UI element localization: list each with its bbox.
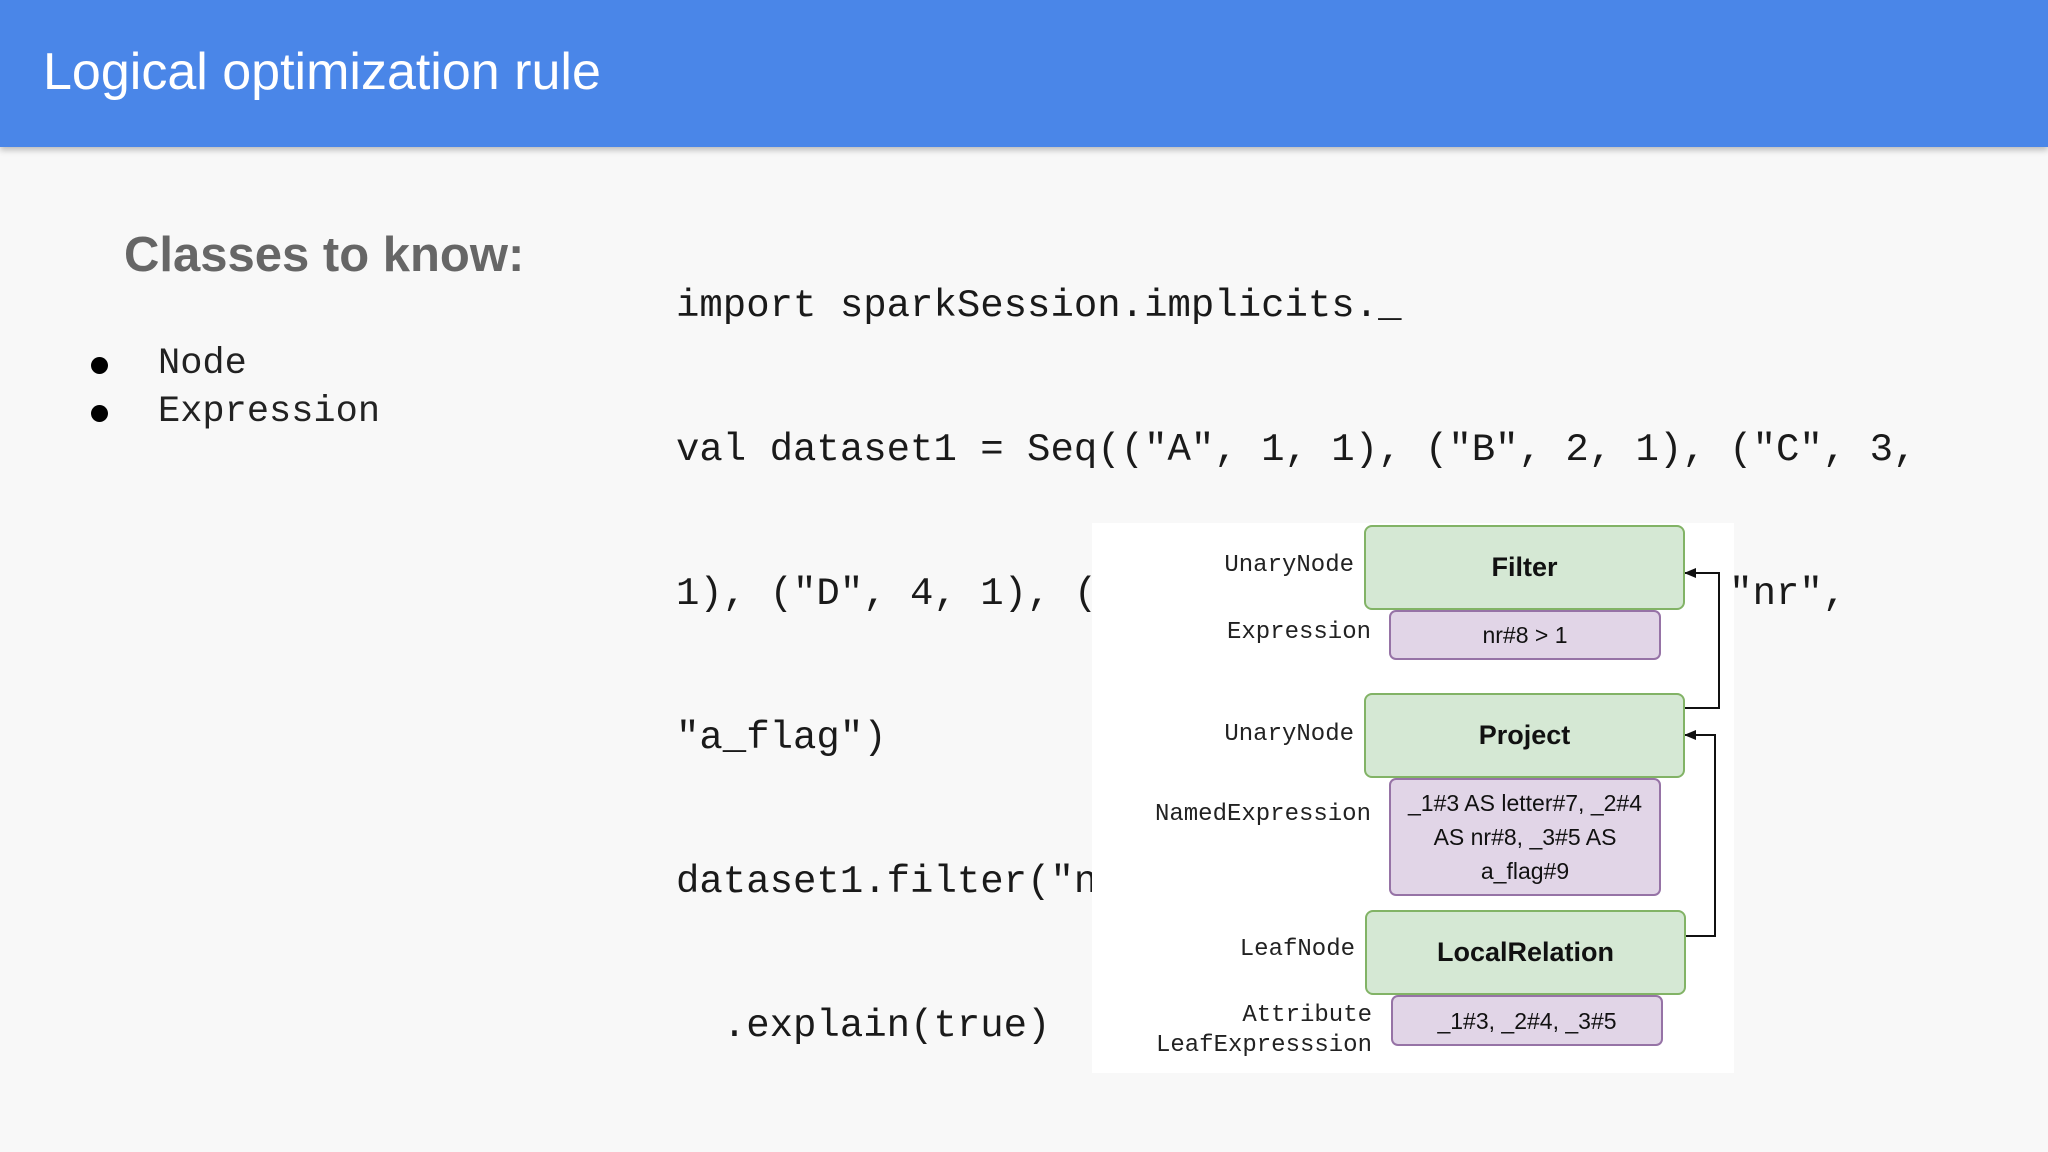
code-line: "a_flag") <box>676 716 887 760</box>
bullet-dot-icon <box>91 405 108 422</box>
relation-expression-type-label-1: Attribute <box>1242 1002 1372 1029</box>
project-expression-type-label: NamedExpression <box>1154 801 1371 828</box>
relation-node-type-label: LeafNode <box>1239 936 1355 963</box>
slide-title: Logical optimization rule <box>43 43 601 101</box>
filter-expression: nr#8 > 1 <box>1389 610 1661 660</box>
code-line: .explain(true) <box>676 1004 1051 1048</box>
code-line: import sparkSession.implicits._ <box>676 284 1402 328</box>
filter-expression-type-label: Expression <box>1226 619 1371 646</box>
local-relation-node: LocalRelation <box>1365 910 1686 995</box>
local-relation-expression: _1#3, _2#4, _3#5 <box>1391 995 1663 1046</box>
project-node-type-label: UnaryNode <box>1224 721 1354 748</box>
slide-header: Logical optimization rule <box>0 0 2048 147</box>
project-expression: _1#3 AS letter#7, _2#4 AS nr#8, _3#5 AS … <box>1389 778 1661 896</box>
logical-plan-diagram: UnaryNode Filter Expression nr#8 > 1 Una… <box>1092 523 1734 1073</box>
filter-node: Filter <box>1364 525 1685 610</box>
relation-expression-type-label-2: LeafExpresssion <box>1155 1032 1372 1059</box>
classes-heading: Classes to know: <box>124 228 525 282</box>
project-to-filter-arrow <box>1684 568 1720 709</box>
bullet-text: Expression <box>158 391 381 433</box>
code-line: val dataset1 = Seq(("A", 1, 1), ("B", 2,… <box>676 428 1917 472</box>
project-node: Project <box>1364 693 1685 778</box>
relation-to-project-arrow <box>1684 730 1716 937</box>
bullet-text: Node <box>158 343 247 385</box>
filter-node-type-label: UnaryNode <box>1224 552 1354 579</box>
bullet-dot-icon <box>91 357 108 374</box>
diagram-connectors <box>1684 568 1720 937</box>
